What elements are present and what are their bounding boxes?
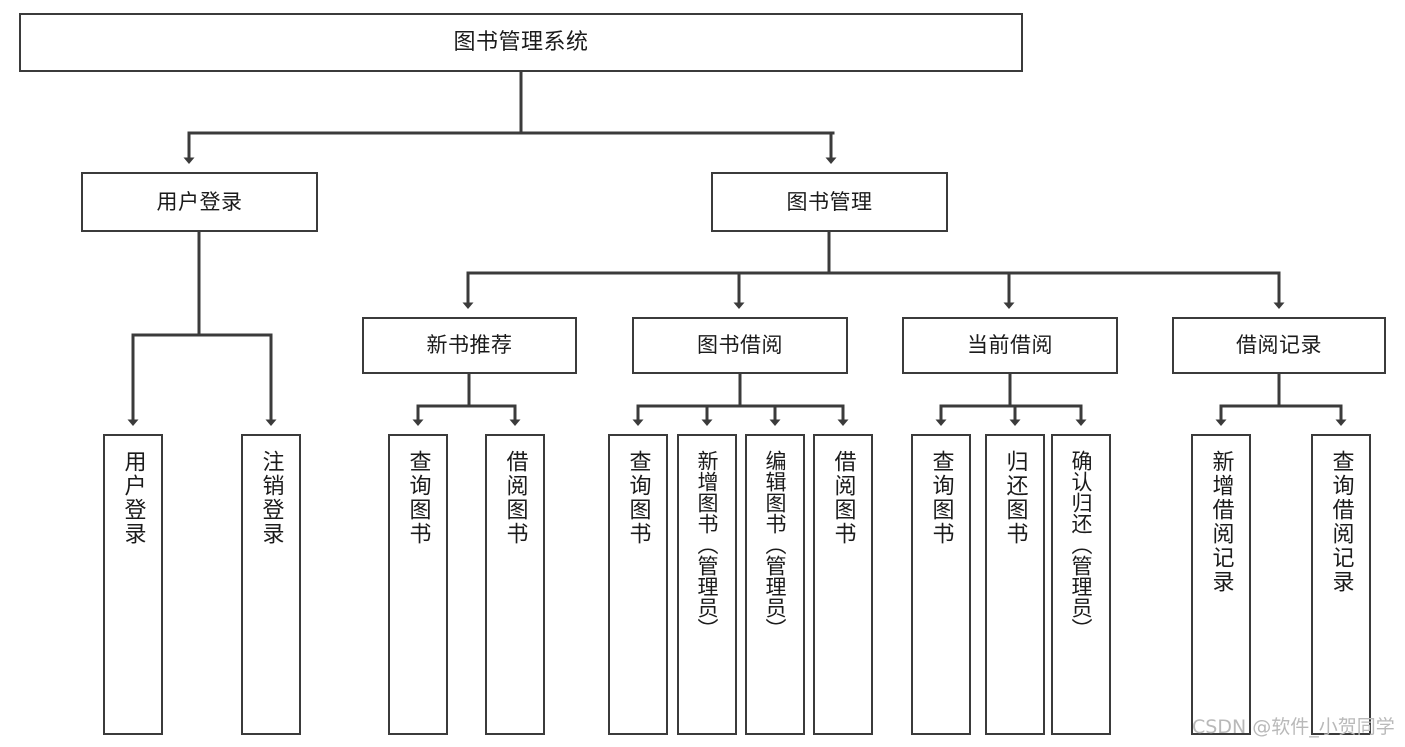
node-leaf-add-record-label: 新增借阅记录 [1208, 450, 1234, 594]
node-leaf-confirm-return-label: 确认归还（管理员） [1069, 450, 1094, 639]
node-root-label: 图书管理系统 [453, 29, 589, 55]
watermark-text: CSDN @软件_小贺同学 [1192, 716, 1395, 738]
node-leaf-edit-book-label: 编辑图书（管理员） [763, 450, 788, 639]
node-leaf-query-record-label: 查询借阅记录 [1328, 450, 1354, 594]
node-new-book-recommend[interactable]: 新书推荐 [362, 317, 577, 374]
node-current-borrow[interactable]: 当前借阅 [902, 317, 1118, 374]
node-leaf-logout-label: 注销登录 [258, 450, 284, 546]
node-leaf-query-book-2[interactable]: 查询图书 [608, 434, 668, 735]
node-root[interactable]: 图书管理系统 [19, 13, 1023, 72]
node-current-borrow-label: 当前借阅 [967, 333, 1053, 358]
node-leaf-logout[interactable]: 注销登录 [241, 434, 301, 735]
node-user-login-label: 用户登录 [156, 189, 243, 214]
node-new-book-recommend-label: 新书推荐 [426, 333, 513, 358]
node-leaf-confirm-return[interactable]: 确认归还（管理员） [1051, 434, 1111, 735]
node-leaf-query-book-1-label: 查询图书 [405, 450, 431, 546]
node-book-manage-label: 图书管理 [786, 189, 873, 214]
node-borrow-record[interactable]: 借阅记录 [1172, 317, 1386, 374]
node-leaf-return-book[interactable]: 归还图书 [985, 434, 1045, 735]
node-leaf-borrow-book-2[interactable]: 借阅图书 [813, 434, 873, 735]
node-leaf-return-book-label: 归还图书 [1002, 450, 1028, 546]
node-book-borrow[interactable]: 图书借阅 [632, 317, 848, 374]
node-leaf-user-login[interactable]: 用户登录 [103, 434, 163, 735]
node-leaf-user-login-label: 用户登录 [120, 450, 146, 546]
node-leaf-borrow-book-1-label: 借阅图书 [502, 450, 528, 546]
node-leaf-add-book[interactable]: 新增图书（管理员） [677, 434, 737, 735]
node-leaf-borrow-book-2-label: 借阅图书 [830, 450, 856, 546]
node-leaf-borrow-book-1[interactable]: 借阅图书 [485, 434, 545, 735]
node-leaf-query-book-3[interactable]: 查询图书 [911, 434, 971, 735]
node-book-manage[interactable]: 图书管理 [711, 172, 948, 232]
node-borrow-record-label: 借阅记录 [1236, 333, 1322, 358]
node-leaf-query-record[interactable]: 查询借阅记录 [1311, 434, 1371, 735]
node-user-login[interactable]: 用户登录 [81, 172, 318, 232]
node-leaf-add-record[interactable]: 新增借阅记录 [1191, 434, 1251, 735]
node-leaf-query-book-2-label: 查询图书 [625, 450, 651, 546]
node-leaf-query-book-3-label: 查询图书 [928, 450, 954, 546]
node-leaf-edit-book[interactable]: 编辑图书（管理员） [745, 434, 805, 735]
node-leaf-query-book-1[interactable]: 查询图书 [388, 434, 448, 735]
node-book-borrow-label: 图书借阅 [697, 333, 783, 358]
node-leaf-add-book-label: 新增图书（管理员） [695, 450, 720, 639]
